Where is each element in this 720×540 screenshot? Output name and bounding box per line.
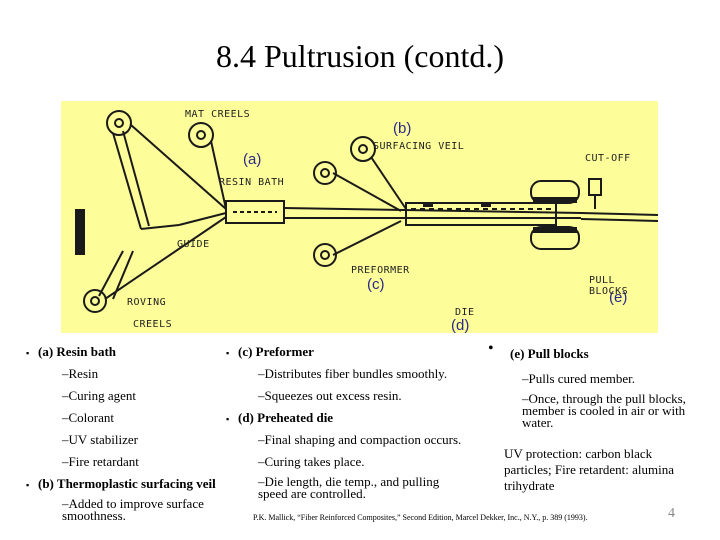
bullet-b: ▪ xyxy=(26,480,30,490)
bullet-c: ▪ xyxy=(226,348,230,358)
label-b: (b) xyxy=(393,120,412,137)
additive-note: UV protection: carbon black particles; F… xyxy=(504,446,675,493)
bullet-e: • xyxy=(488,340,494,357)
caption-mat-creels: MAT CREELS xyxy=(185,109,251,120)
citation: P.K. Mallick, “Fiber Reinforced Composit… xyxy=(253,513,588,522)
heading-preformer: (c) Preformer xyxy=(238,344,314,359)
label-c: (c) xyxy=(367,276,385,293)
preformer-item: –Distributes fiber bundles smoothly. xyxy=(258,366,448,381)
surfacing-veil-item: –Added to improve surface smoothness. xyxy=(62,496,204,523)
caption-creels: CREELS xyxy=(133,319,173,330)
pultrusion-diagram: (b) (a) (c) (d) (e) MAT CREELS SURFACING… xyxy=(61,101,658,333)
pull-blocks-item: –Once, through the pull blocks, member i… xyxy=(522,391,686,430)
preformer-item: –Squeezes out excess resin. xyxy=(258,388,402,403)
die-item: –Die length, die temp., and pulling spee… xyxy=(258,474,440,501)
page-number: 4 xyxy=(668,506,675,521)
label-a: (a) xyxy=(243,151,262,168)
resin-bath-item: –Curing agent xyxy=(62,388,137,403)
pultrusion-schematic xyxy=(75,110,658,313)
pull-blocks-item: –Pulls cured member. xyxy=(522,371,636,386)
die-item: –Final shaping and compaction occurs. xyxy=(258,432,462,447)
label-e: (e) xyxy=(609,289,628,306)
heading-pull-blocks: (e) Pull blocks xyxy=(510,346,589,361)
heading-resin-bath: (a) Resin bath xyxy=(38,344,117,359)
bullet-a: ▪ xyxy=(26,348,30,358)
die-item: –Curing takes place. xyxy=(258,454,365,469)
caption-cut-off: CUT-OFF xyxy=(585,153,631,164)
label-d: (d) xyxy=(451,317,470,333)
caption-preformer: PREFORMER xyxy=(351,265,410,276)
bullet-d: ▪ xyxy=(226,414,230,424)
heading-preheated-die: (d) Preheated die xyxy=(238,410,334,425)
resin-bath-item: –UV stabilizer xyxy=(62,432,138,447)
resin-bath-item: –Colorant xyxy=(62,410,114,425)
caption-surfacing-veil: SURFACING VEIL xyxy=(373,141,465,152)
caption-guide: GUIDE xyxy=(177,239,210,250)
caption-roving: ROVING xyxy=(127,297,167,308)
resin-bath-item: –Resin xyxy=(62,366,99,381)
slide-title: 8.4 Pultrusion (contd.) xyxy=(216,38,504,74)
heading-surfacing-veil: (b) Thermoplastic surfacing veil xyxy=(38,476,216,491)
caption-pull-blocks: PULL BLOCKS xyxy=(589,275,629,297)
caption-die: DIE xyxy=(455,307,475,318)
resin-bath-item: –Fire retardant xyxy=(62,454,139,469)
caption-resin-bath: RESIN BATH xyxy=(219,177,285,188)
